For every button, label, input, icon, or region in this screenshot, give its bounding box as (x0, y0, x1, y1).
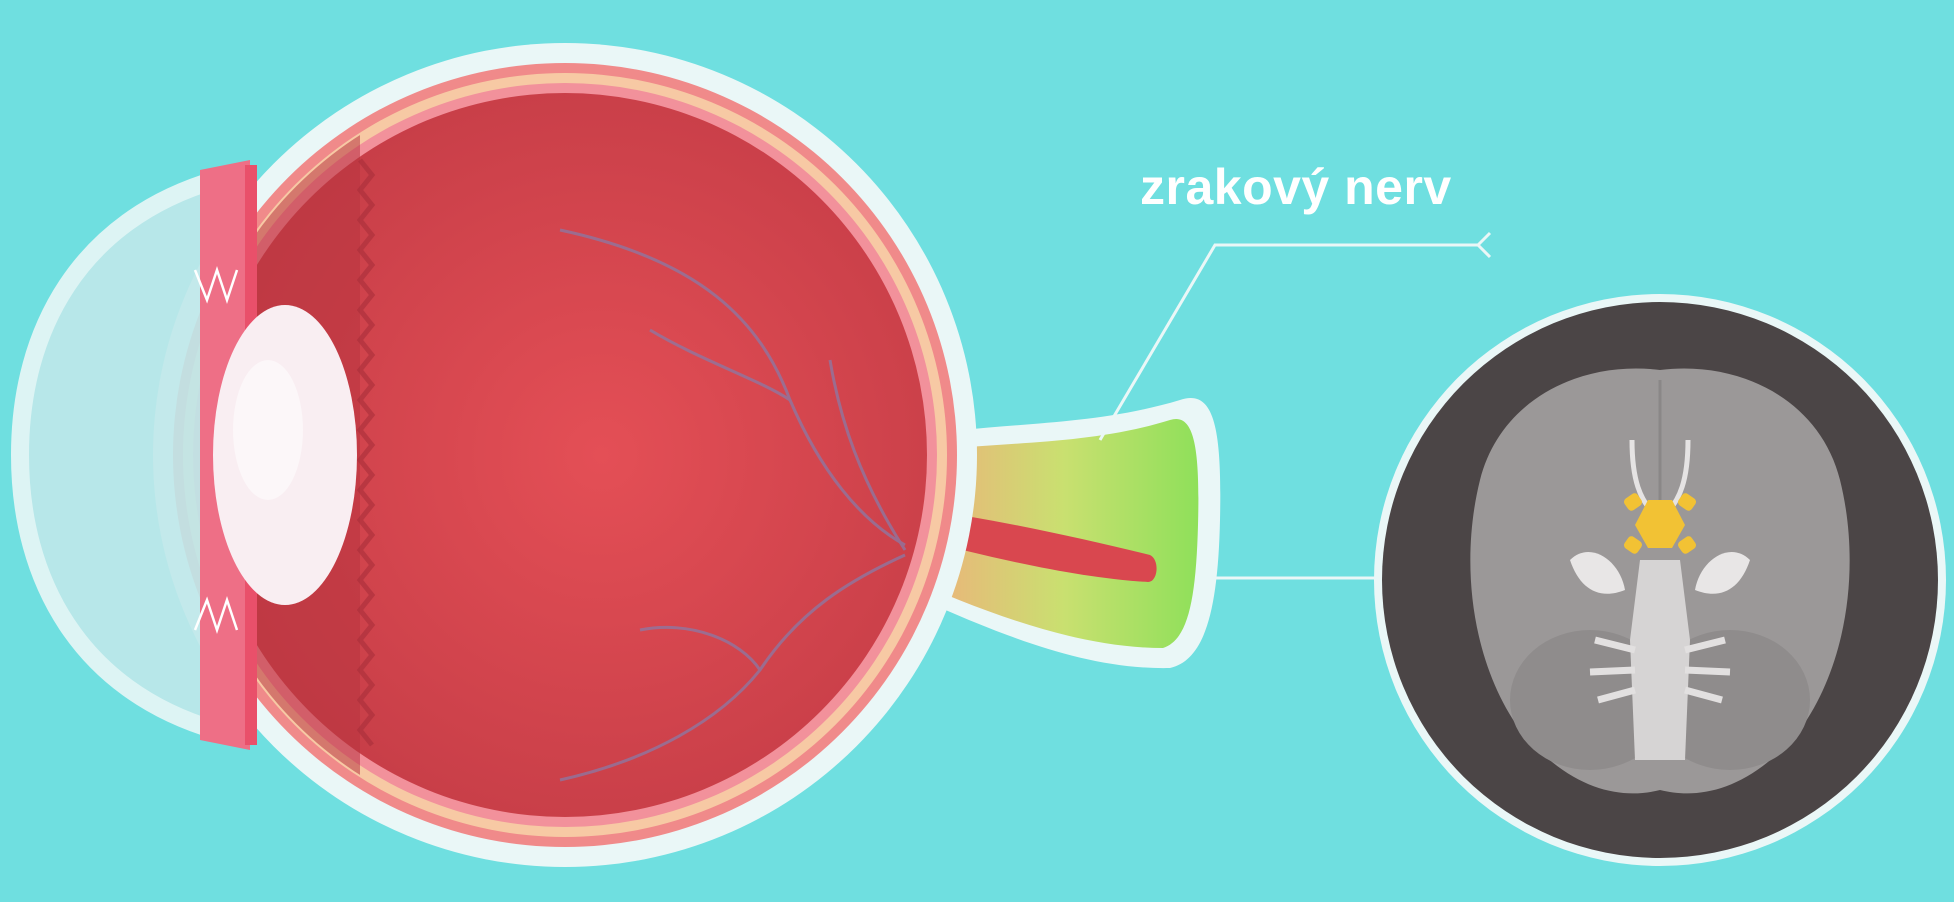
optic-nerve-label: zrakový nerv (1140, 158, 1452, 216)
cornea (20, 180, 215, 730)
brain-underside-icon (1470, 368, 1849, 793)
eyeball-icon (20, 43, 977, 867)
brain-inset (1374, 294, 1946, 866)
